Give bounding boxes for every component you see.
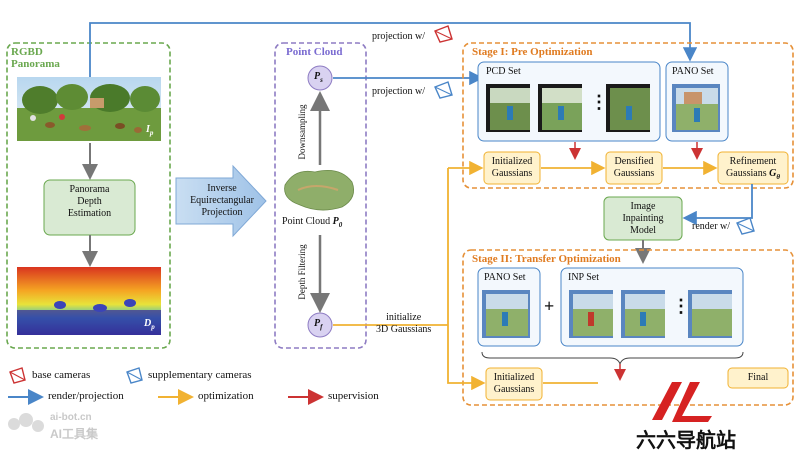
projection-mid-label: projection w/ <box>372 86 426 97</box>
inverse-projection-text: Inverse Equirectangular Projection <box>190 183 254 218</box>
stage2-final-gaussians <box>727 367 789 389</box>
rgbd-panorama-box <box>6 42 171 349</box>
red-camera-icon-top <box>434 25 453 43</box>
stage1-initialized-gaussians <box>483 151 541 185</box>
stage2-initialized-gaussians <box>485 367 543 401</box>
watermark-left-top: ai-bot.cn <box>50 412 92 423</box>
ai-bot-logo <box>8 413 44 432</box>
legend-supplementary-cameras: supplementary cameras <box>148 369 252 381</box>
stage1-densified-gaussians <box>605 151 663 185</box>
inp-thumbnails <box>569 290 732 338</box>
rgbd-title-line2: Panorama <box>11 58 60 70</box>
stage1-title: Stage I: Pre Optimization <box>472 46 593 58</box>
point-cloud-shape <box>284 169 355 211</box>
depth-map-image <box>17 267 161 335</box>
stage2-box <box>462 249 794 406</box>
projection-top-label: projection w/ <box>372 31 426 42</box>
pano-thumbnail <box>672 84 720 132</box>
legend-supplementary-camera-icon <box>126 367 143 384</box>
depth-filtering-label: Depth Filtering <box>297 244 307 300</box>
render-label: render w/ <box>692 221 731 232</box>
stage2-plus: + <box>544 296 555 316</box>
stage1-refinement-gaussians <box>717 151 789 185</box>
stage1-refinement-text: Refinement Gaussians Gθ <box>726 156 780 181</box>
rgbd-title-line1: RGBD <box>11 46 43 58</box>
point-cloud-box <box>274 42 367 349</box>
stage2-pano-thumbnail <box>482 290 530 338</box>
liuliu-logo <box>652 382 712 422</box>
legend-render-projection: render/projection <box>48 390 124 402</box>
watermark-right: 六六导航站 <box>636 428 736 452</box>
stage1-pano-set-label: PANO Set <box>672 66 714 77</box>
stage2-inp-set-label: INP Set <box>568 272 600 283</box>
point-cloud-p0-label: Point Cloud P0 <box>282 216 343 229</box>
downsampling-label: Downsampling <box>297 104 307 160</box>
ip-label: Ip <box>146 124 154 137</box>
blue-camera-icon-mid <box>434 81 453 99</box>
initialize-label: initialize 3D Gaussians <box>376 312 432 335</box>
legend-optimization: optimization <box>198 390 254 402</box>
stage1-dots: ⋮ <box>590 92 608 112</box>
stage2-final-text: Final <box>747 372 769 383</box>
point-cloud-title: Point Cloud <box>286 46 343 58</box>
blue-camera-icon-render <box>736 217 755 235</box>
legend-base-cameras: base cameras <box>32 369 91 381</box>
ps-node <box>307 65 333 91</box>
rgb-panorama-image <box>17 77 161 141</box>
stage2-pano-set-label: PANO Set <box>484 272 526 283</box>
depth-estimation-text: Panorama Depth Estimation <box>67 184 112 219</box>
dp-label: Dp <box>144 318 155 331</box>
inverse-projection-arrow <box>175 164 267 238</box>
legend-supervision: supervision <box>328 390 379 402</box>
watermark-left-bottom: AI工具集 <box>50 427 99 441</box>
pf-node <box>307 312 333 338</box>
legend-base-camera-icon <box>9 367 26 384</box>
pcd-thumbnails <box>486 84 650 132</box>
stage2-title: Stage II: Transfer Optimization <box>472 253 621 265</box>
stage2-dots: ⋮ <box>672 296 690 316</box>
pf-label: Pf <box>314 318 323 331</box>
ps-label: Ps <box>314 71 323 84</box>
stage1-box <box>462 42 794 189</box>
stage1-pcd-set-label: PCD Set <box>486 66 521 77</box>
